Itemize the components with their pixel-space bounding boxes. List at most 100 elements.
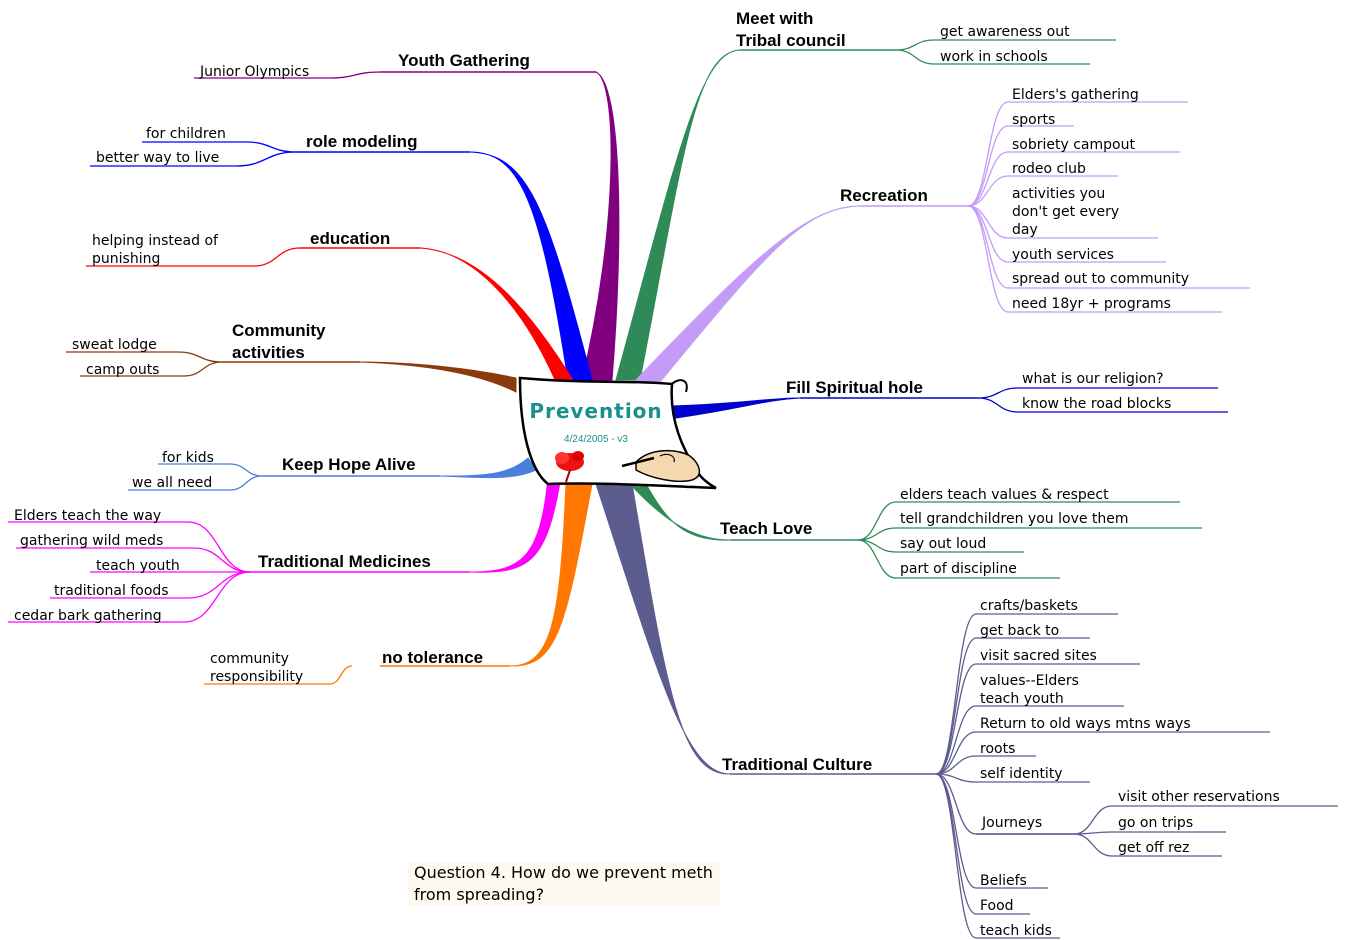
branch-label-keep-hope-alive[interactable]: Keep Hope Alive (282, 455, 416, 474)
leaf-label-line: go on trips (1118, 815, 1193, 831)
branch-label-traditional-culture[interactable]: Traditional Culture (722, 755, 872, 774)
leaf-label-line: Elders teach the way (14, 508, 161, 524)
leaf-connector (90, 151, 297, 167)
leaf-connector (935, 663, 1140, 775)
branch-label-line: Traditional Medicines (258, 552, 431, 571)
branch-label-no-tolerance[interactable]: no tolerance (382, 648, 483, 667)
leaf-label-line: we all need (132, 475, 212, 491)
leaf-label-line: for kids (162, 450, 214, 466)
branch-ribbons (359, 49, 861, 775)
leaf-label-line: need 18yr + programs (1012, 296, 1171, 312)
leaf-connector (857, 539, 1060, 579)
leaf-label-role-modeling[interactable]: better way to live (96, 150, 219, 166)
leaf-label-traditional-medicines[interactable]: gathering wild meds (20, 533, 163, 549)
leaf-label-fill-spiritual-hole[interactable]: what is our religion? (1022, 371, 1164, 387)
leaf-label-teach-love[interactable]: tell grandchildren you love them (900, 511, 1129, 527)
leaf-connector (80, 361, 223, 377)
leaf-label-community-activities[interactable]: camp outs (86, 362, 159, 378)
leaf-connector (16, 547, 251, 573)
leaf-label-traditional-medicines[interactable]: cedar bark gathering (14, 608, 162, 624)
branch-label-recreation[interactable]: Recreation (840, 186, 928, 205)
leaf-label-teach-love[interactable]: say out loud (900, 536, 986, 552)
leaf-label-line: know the road blocks (1022, 396, 1171, 412)
leaf-connector (194, 71, 381, 79)
leaf-label-recreation[interactable]: rodeo club (1012, 161, 1086, 177)
leaf-label-recreation[interactable]: sobriety campout (1012, 137, 1135, 153)
leaf-label-line: traditional foods (54, 583, 169, 599)
branch-ribbon-education (419, 247, 575, 383)
leaf-label-recreation[interactable]: need 18yr + programs (1012, 296, 1171, 312)
branch-label-education[interactable]: education (310, 229, 390, 248)
leaf-label-traditional-culture[interactable]: teach kids (980, 923, 1052, 939)
leaf-label-traditional-culture[interactable]: Return to old ways mtns ways (980, 716, 1191, 732)
branch-ribbon-role-modeling (469, 151, 593, 381)
leaf-label-line: tell grandchildren you love them (900, 511, 1129, 527)
leaf-connector (204, 665, 353, 685)
leaf-label-traditional-medicines[interactable]: traditional foods (54, 583, 169, 599)
leaf-label-keep-hope-alive[interactable]: for kids (162, 450, 214, 466)
leaf-label-youth-gathering[interactable]: Junior Olympics (199, 64, 309, 80)
leaf-label-traditional-culture[interactable]: crafts/baskets (980, 598, 1078, 614)
leaf-label-fill-spiritual-hole[interactable]: know the road blocks (1022, 396, 1171, 412)
leaf-label-line: work in schools (940, 49, 1048, 65)
leaf-label-traditional-culture[interactable]: Beliefs (980, 873, 1027, 889)
leaf-label-line: visit other reservations (1118, 789, 1280, 805)
branch-label-traditional-medicines[interactable]: Traditional Medicines (258, 552, 431, 571)
leaf-label-teach-love[interactable]: part of discipline (900, 561, 1017, 577)
branch-label-youth-gathering[interactable]: Youth Gathering (398, 51, 530, 70)
leaf-connector (935, 773, 1060, 939)
leaf-label-line: camp outs (86, 362, 159, 378)
leaf-label-role-modeling[interactable]: for children (146, 126, 226, 142)
question-note: Question 4. How do we prevent meth from … (408, 862, 720, 906)
leaf-label-line: visit sacred sites (980, 648, 1097, 664)
leaf-label-line: sports (1012, 112, 1055, 128)
branch-label-fill-spiritual-hole[interactable]: Fill Spiritual hole (786, 378, 923, 397)
central-topic[interactable]: Prevention 4/24/2005 - v3 (518, 376, 717, 490)
leaf-label-traditional-medicines[interactable]: teach youth (96, 558, 180, 574)
leaf-label-journeys[interactable]: get off rez (1118, 840, 1190, 856)
leaf-connector (8, 571, 251, 623)
leaf-label-traditional-culture[interactable]: visit sacred sites (980, 648, 1097, 664)
leaf-label-line: Elders's gathering (1012, 87, 1139, 103)
leaf-label-journeys[interactable]: go on trips (1118, 815, 1193, 831)
leaf-label-line: teach kids (980, 923, 1052, 939)
branch-label-line: Traditional Culture (722, 755, 872, 774)
leaf-connector (895, 39, 1116, 51)
leaf-label-recreation[interactable]: youth services (1012, 247, 1114, 263)
leaf-label-traditional-culture[interactable]: get back to (980, 623, 1059, 639)
leaf-label-recreation[interactable]: sports (1012, 112, 1055, 128)
leaf-label-line: roots (980, 741, 1015, 757)
branch-label-role-modeling[interactable]: role modeling (306, 132, 417, 151)
leaf-label-line: day (1012, 222, 1038, 238)
branch-label-line: Fill Spiritual hole (786, 378, 923, 397)
leaf-label-community-activities[interactable]: sweat lodge (72, 337, 157, 353)
leaf-connector (977, 387, 1218, 399)
leaf-label-traditional-culture[interactable]: self identity (980, 766, 1063, 782)
leaf-label-line: community (210, 651, 289, 667)
branch-ribbon-fill-spiritual-hole (671, 397, 801, 419)
leaf-label-recreation[interactable]: spread out to community (1012, 271, 1189, 287)
branch-ribbon-no-tolerance (509, 483, 593, 667)
leaf-label-traditional-culture[interactable]: roots (980, 741, 1015, 757)
leaf-label-journeys[interactable]: visit other reservations (1118, 789, 1280, 805)
leaf-label-tribal-council[interactable]: get awareness out (940, 24, 1070, 40)
branch-label-line: Community (232, 321, 326, 340)
leaf-label-recreation[interactable]: Elders's gathering (1012, 87, 1139, 103)
branch-ribbon-traditional-culture (595, 483, 731, 775)
leaf-label-traditional-culture[interactable]: Food (980, 898, 1014, 914)
leaf-label-tribal-council[interactable]: work in schools (940, 49, 1048, 65)
leaf-label-traditional-medicines[interactable]: Elders teach the way (14, 508, 161, 524)
branch-label-teach-love[interactable]: Teach Love (720, 519, 812, 538)
leaf-connector (895, 49, 1090, 65)
leaf-label-line: punishing (92, 251, 160, 267)
leaf-label-teach-love[interactable]: elders teach values & respect (900, 487, 1109, 503)
leaf-label-journeys[interactable]: Journeys (981, 815, 1042, 831)
leaf-label-keep-hope-alive[interactable]: we all need (132, 475, 212, 491)
leaf-label-line: Food (980, 898, 1014, 914)
